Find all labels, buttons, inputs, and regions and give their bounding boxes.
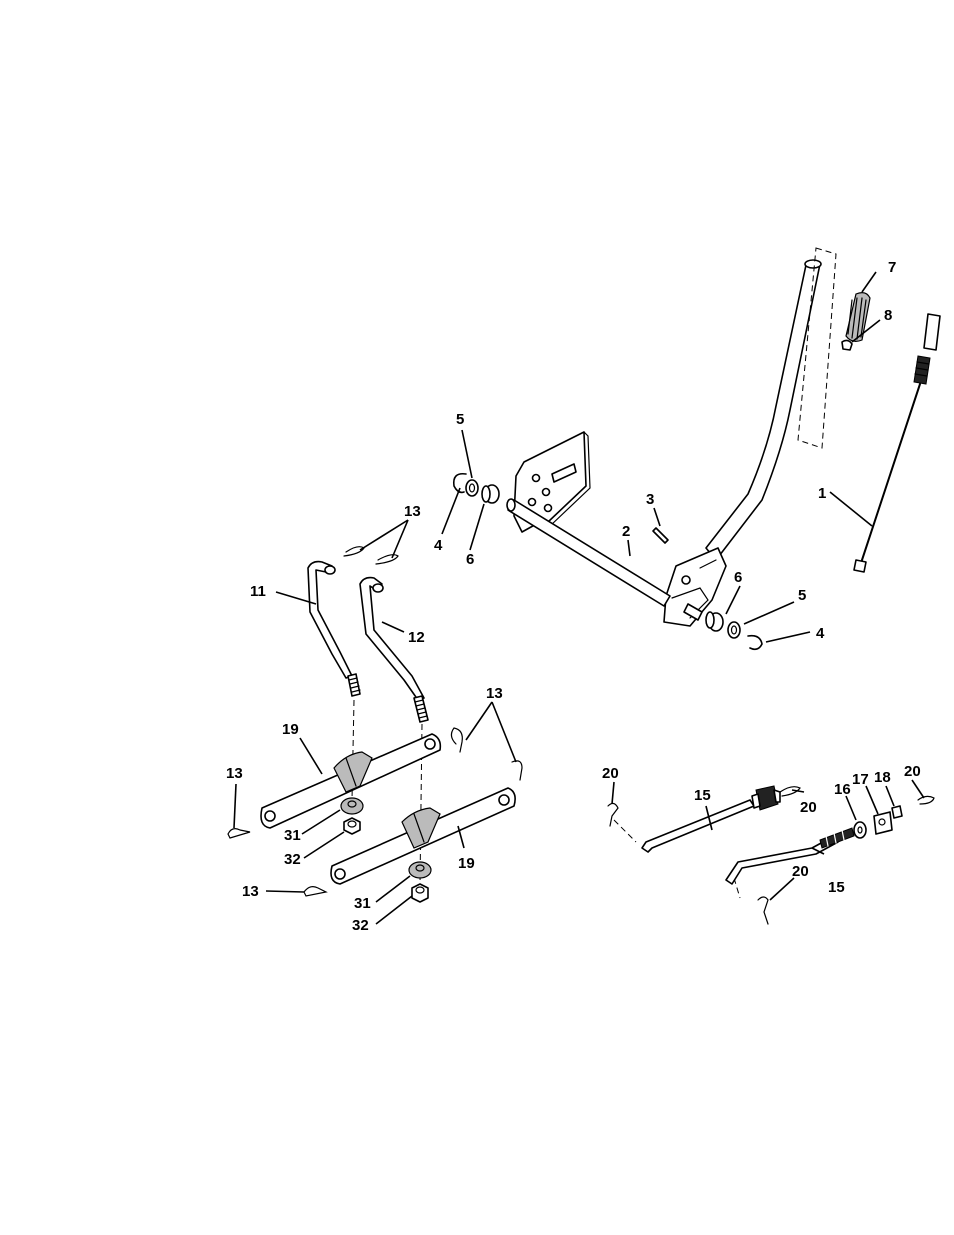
washer-upper bbox=[341, 798, 363, 814]
deck-rod-lower bbox=[726, 828, 854, 884]
washer-16 bbox=[854, 822, 866, 838]
callout-20: 20 bbox=[904, 763, 921, 780]
callout-11: 11 bbox=[250, 583, 266, 600]
washer-lower bbox=[409, 862, 431, 878]
callout-32: 32 bbox=[284, 851, 301, 868]
callout-5: 5 bbox=[456, 411, 464, 428]
callout-13: 13 bbox=[226, 765, 243, 782]
callout-6: 6 bbox=[466, 551, 474, 568]
callout-15: 15 bbox=[828, 879, 845, 896]
callout-12: 12 bbox=[408, 629, 425, 646]
callout-18: 18 bbox=[874, 769, 891, 786]
nut-upper bbox=[344, 818, 360, 834]
callout-4: 4 bbox=[816, 625, 825, 642]
lift-handle bbox=[664, 260, 821, 626]
callout-13: 13 bbox=[242, 883, 259, 900]
callout-17: 17 bbox=[852, 771, 869, 788]
callout-6: 6 bbox=[734, 569, 742, 586]
nut-lower bbox=[412, 884, 428, 902]
callout-32: 32 bbox=[352, 917, 369, 934]
callout-20: 20 bbox=[602, 765, 619, 782]
callout-13: 13 bbox=[486, 685, 503, 702]
nut-18 bbox=[892, 806, 902, 818]
callout-13: 13 bbox=[404, 503, 421, 520]
callout-8: 8 bbox=[884, 307, 892, 324]
callout-2: 2 bbox=[622, 523, 630, 540]
deck-rod-upper bbox=[642, 786, 780, 852]
swivel-17 bbox=[874, 812, 892, 834]
handle-button bbox=[842, 340, 852, 350]
lift-link-left bbox=[308, 562, 360, 696]
washer-right bbox=[728, 622, 740, 638]
callout-19: 19 bbox=[282, 721, 299, 738]
callout-31: 31 bbox=[284, 827, 301, 844]
callout-labels: 1 2 3 4 4 5 5 6 6 7 8 11 12 13 13 13 13 … bbox=[226, 259, 921, 934]
callout-31: 31 bbox=[354, 895, 371, 912]
callout-1: 1 bbox=[818, 485, 826, 502]
washer-left bbox=[466, 480, 478, 496]
bushing-left bbox=[482, 485, 499, 503]
callout-4: 4 bbox=[434, 537, 443, 554]
callout-7: 7 bbox=[888, 259, 896, 276]
callout-16: 16 bbox=[834, 781, 851, 798]
callout-5: 5 bbox=[798, 587, 806, 604]
bushing-right bbox=[706, 612, 723, 631]
retaining-ring-right bbox=[748, 636, 762, 650]
control-rod bbox=[854, 314, 940, 572]
key bbox=[653, 528, 668, 543]
lift-link-right bbox=[360, 578, 428, 722]
callout-19: 19 bbox=[458, 855, 475, 872]
callout-3: 3 bbox=[646, 491, 654, 508]
handle-grip bbox=[846, 293, 870, 342]
callout-20: 20 bbox=[792, 863, 809, 880]
leader-lines bbox=[234, 272, 924, 924]
callout-20: 20 bbox=[800, 799, 817, 816]
callout-15: 15 bbox=[694, 787, 711, 804]
